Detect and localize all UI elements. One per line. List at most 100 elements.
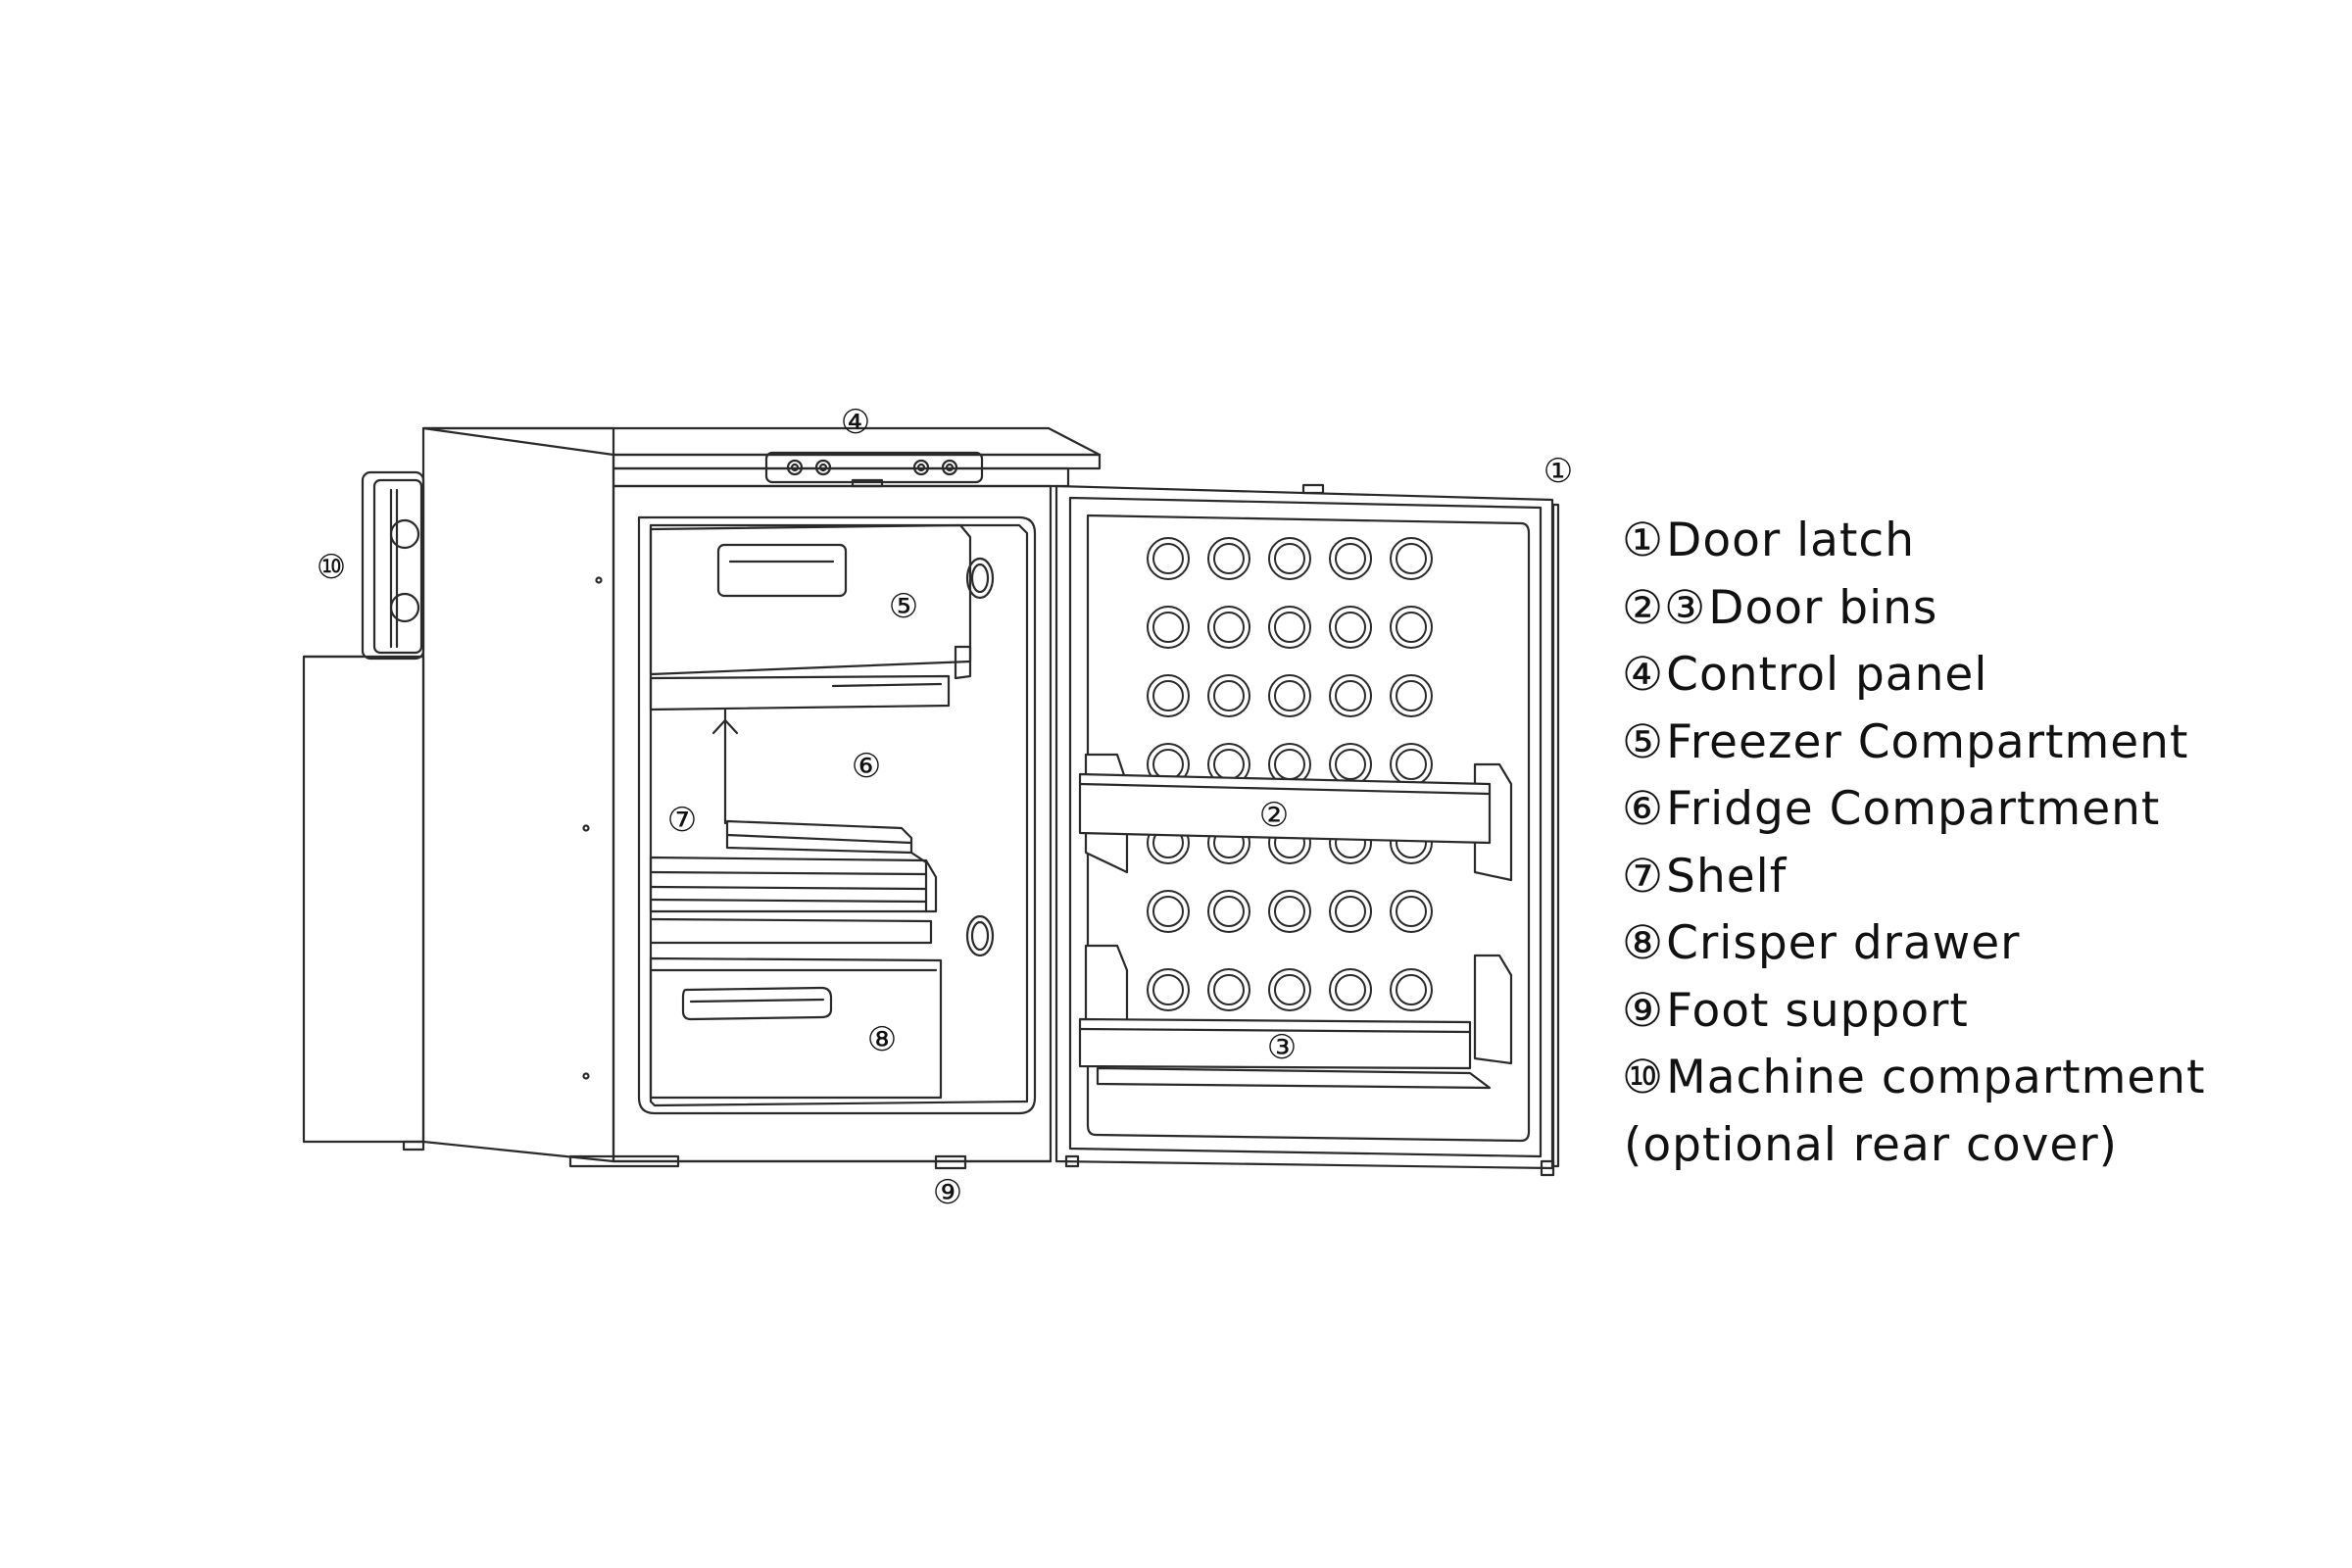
door-dimple: [1152, 749, 1184, 780]
door-dimple: [1147, 890, 1190, 933]
door-dimple: [1152, 543, 1184, 574]
crisper-drawer: [649, 956, 943, 1100]
door-dimple: [1329, 674, 1372, 717]
legend-label: Freezer Compartment: [1666, 714, 2189, 769]
door-dimple: [1329, 537, 1372, 580]
door-dimple: [1147, 606, 1190, 649]
door-dimple: [1396, 749, 1427, 780]
door-dimple: [1396, 543, 1427, 574]
callout-1: ①: [1544, 452, 1573, 491]
legend-number: ⑤: [1622, 714, 1665, 769]
legend-number: ⑦: [1622, 849, 1665, 904]
callout-5: ⑤: [889, 587, 918, 626]
door-dimple: [1207, 968, 1250, 1011]
door-dimple: [1274, 896, 1305, 927]
legend-item-rear-cover-note: (optional rear cover): [1622, 1112, 2206, 1180]
callout-6: ⑥: [852, 747, 881, 786]
legend-number: ①: [1622, 514, 1665, 567]
door-dimple: [1268, 674, 1311, 717]
door-dimple: [1213, 974, 1245, 1005]
door-dimple: [1213, 896, 1245, 927]
door-dimple: [1207, 890, 1250, 933]
door-dimple: [1390, 968, 1433, 1011]
door-dimple: [1268, 537, 1311, 580]
door-dimple: [1335, 543, 1366, 574]
door-dimple: [1268, 890, 1311, 933]
callout-2: ②: [1259, 796, 1289, 835]
callout-8: ⑧: [867, 1020, 897, 1059]
door-dimple: [1213, 749, 1245, 780]
door-bin-upper: [1078, 753, 1513, 882]
door-dimple: [1390, 606, 1433, 649]
legend-number: ⑩: [1622, 1051, 1665, 1104]
door-dimple: [1390, 674, 1433, 717]
door: [1054, 483, 1560, 1177]
legend-number: ⑨: [1622, 983, 1665, 1038]
legend-number: ④: [1622, 648, 1665, 702]
door-dimple: [1152, 612, 1184, 643]
door-dimple: [1152, 974, 1184, 1005]
legend-label: (optional rear cover): [1624, 1117, 2119, 1172]
door-dimple: [1396, 896, 1427, 927]
door-dimple: [1329, 606, 1372, 649]
door-dimple: [1147, 674, 1190, 717]
door-dimple: [1390, 537, 1433, 580]
parts-legend: ①Door latch ②③Door bins ④Control panel ⑤…: [1622, 508, 2206, 1179]
legend-label: Door bins: [1708, 580, 1938, 635]
door-dimple: [1213, 680, 1245, 711]
freezer-compartment: [649, 523, 995, 711]
door-dimple: [1274, 680, 1305, 711]
legend-item-shelf: ⑦Shelf: [1622, 844, 2206, 911]
legend-item-freezer-compartment: ⑤Freezer Compartment: [1622, 710, 2206, 777]
door-dimple: [1396, 974, 1427, 1005]
door-dimple: [1335, 680, 1366, 711]
door-dimple: [1274, 612, 1305, 643]
door-dimple: [1274, 974, 1305, 1005]
door-dimple: [1396, 612, 1427, 643]
callout-9: ⑨: [933, 1173, 962, 1212]
door-dimple: [1213, 543, 1245, 574]
door-dimple: [1335, 749, 1366, 780]
control-panel: [421, 426, 1102, 488]
legend-item-foot-support: ⑨Foot support: [1622, 978, 2206, 1046]
callout-7: ⑦: [667, 801, 697, 840]
door-dimple: [1268, 968, 1311, 1011]
legend-number: ⑧: [1622, 916, 1665, 970]
legend-label: Door latch: [1666, 514, 1916, 567]
door-dimple: [1207, 674, 1250, 717]
legend-item-control-panel: ④Control panel: [1622, 642, 2206, 710]
door-dimple: [1147, 537, 1190, 580]
door-dimple: [1274, 749, 1305, 780]
door-dimple-grid: [1147, 537, 1433, 1011]
door-dimple: [1396, 680, 1427, 711]
legend-number: ⑥: [1622, 782, 1665, 836]
door-dimple: [1268, 606, 1311, 649]
legend-label: Control panel: [1666, 648, 1988, 702]
legend-item-door-latch: ①Door latch: [1622, 508, 2206, 575]
legend-label: Shelf: [1666, 849, 1788, 904]
legend-label: Machine compartment: [1666, 1051, 2206, 1104]
door-dimple: [1147, 968, 1190, 1011]
legend-item-door-bins: ②③Door bins: [1622, 575, 2206, 643]
door-dimple: [1329, 890, 1372, 933]
door-dimple: [1207, 537, 1250, 580]
legend-item-fridge-compartment: ⑥Fridge Compartment: [1622, 776, 2206, 844]
callout-4: ④: [841, 403, 870, 442]
shelf: [649, 708, 995, 957]
door-dimple: [1335, 612, 1366, 643]
door-bin-lower: [1078, 944, 1513, 1090]
cabinet-front: [568, 484, 1053, 1170]
door-dimple: [1335, 896, 1366, 927]
door-dimple: [1390, 890, 1433, 933]
door-dimple: [1329, 968, 1372, 1011]
cabinet-side: [302, 426, 615, 1163]
legend-label: Fridge Compartment: [1666, 782, 2161, 836]
legend-item-machine-compartment: ⑩Machine compartment: [1622, 1045, 2206, 1112]
door-dimple: [1335, 974, 1366, 1005]
door-dimple: [1274, 543, 1305, 574]
legend-number: ②③: [1622, 580, 1707, 635]
legend-label: Foot support: [1666, 983, 1969, 1038]
door-dimple: [1207, 606, 1250, 649]
door-dimple: [1152, 680, 1184, 711]
legend-item-crisper-drawer: ⑧Crisper drawer: [1622, 910, 2206, 978]
